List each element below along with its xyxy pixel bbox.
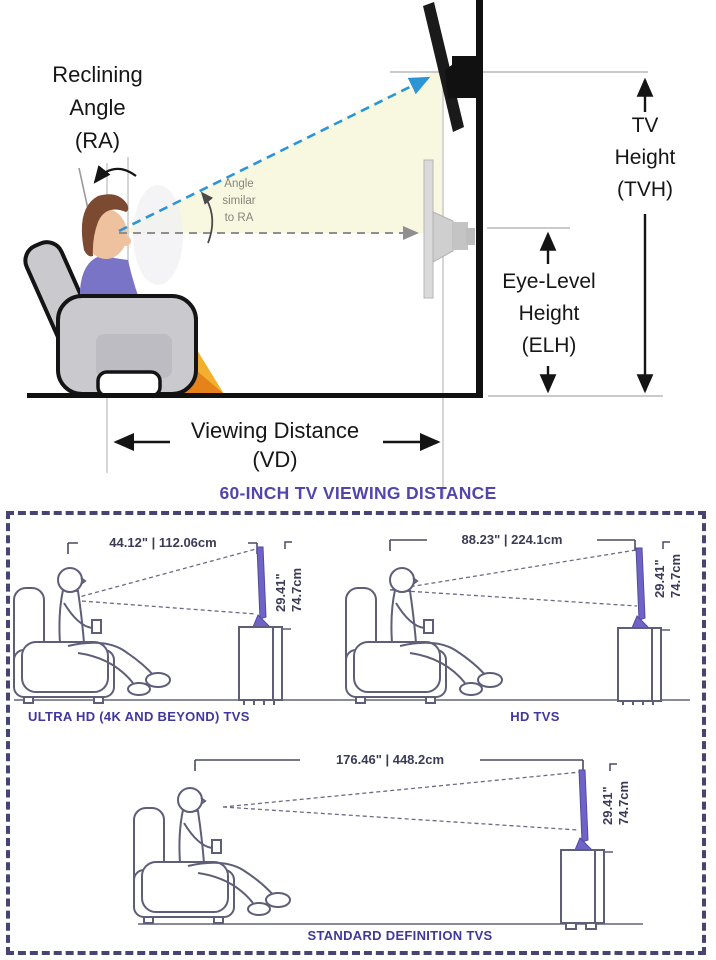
reference-lines (390, 71, 663, 397)
hd-corner-tick (662, 541, 670, 549)
tv-distance-panel-border (6, 511, 706, 955)
sd-sightlines (222, 771, 582, 831)
uhd-label: ULTRA HD (4K AND BEYOND) TVS (28, 709, 250, 724)
hair (81, 194, 129, 257)
recliner-foot-notch (96, 370, 162, 398)
floor-line-lower (138, 923, 643, 925)
hd-sightlines (389, 549, 638, 607)
eye-level-tv-ghost (423, 159, 475, 299)
sd-corner-tick (609, 763, 617, 771)
hd-viewer (345, 567, 503, 704)
uhd-sightlines (67, 548, 257, 615)
tv-height-label: TV Height (TVH) (614, 114, 676, 201)
reclining-angle-label: Reclining Angle (RA) (52, 62, 143, 153)
uhd-tv-icon (238, 546, 292, 705)
sd-viewer (133, 787, 291, 924)
uhd-viewer (13, 567, 171, 704)
viewing-distance-label: Viewing Distance (VD) (190, 418, 360, 472)
tilted-tv-sightline (118, 76, 431, 233)
wall (476, 0, 483, 397)
sd-tv-scene (133, 759, 617, 930)
hd-tv-height-inches: 29.41" (652, 559, 667, 598)
recliner-person-illustration (23, 185, 224, 398)
section-title: 60-INCH TV VIEWING DISTANCE (219, 483, 497, 503)
floor-line-upper (14, 699, 690, 701)
ghost-head-position (133, 185, 183, 285)
uhd-corner-tick (284, 541, 292, 549)
reclining-angle-arrow (93, 165, 137, 184)
similar-angle-arrow (200, 191, 214, 244)
uhd-tv-height-cm: 74.7cm (289, 567, 304, 612)
angle-similar-note: Angle similar to RA (222, 178, 256, 224)
hd-label: HD TVS (510, 709, 560, 724)
sd-tv-height-inches: 29.41" (600, 786, 615, 825)
sd-label: STANDARD DEFINITION TVS (307, 928, 493, 943)
tilted-tv (423, 2, 478, 132)
sd-tv-height-cm: 74.7cm (616, 780, 631, 825)
floor (27, 393, 483, 398)
reclining-viewing-diagram (23, 0, 663, 498)
seat-shadow (96, 334, 172, 378)
hd-tv-height-cm: 74.7cm (668, 553, 683, 598)
uhd-tv-height-inches: 29.41" (273, 573, 288, 612)
nose (121, 236, 131, 246)
uhd-distance-value: 44.12" | 112.06cm (78, 535, 248, 551)
eye-level-height-label: Eye-Level Height (ELH) (502, 270, 596, 357)
sd-distance-value: 176.46" | 448.2cm (300, 752, 480, 768)
hd-distance-value: 88.23" | 224.1cm (427, 532, 597, 548)
